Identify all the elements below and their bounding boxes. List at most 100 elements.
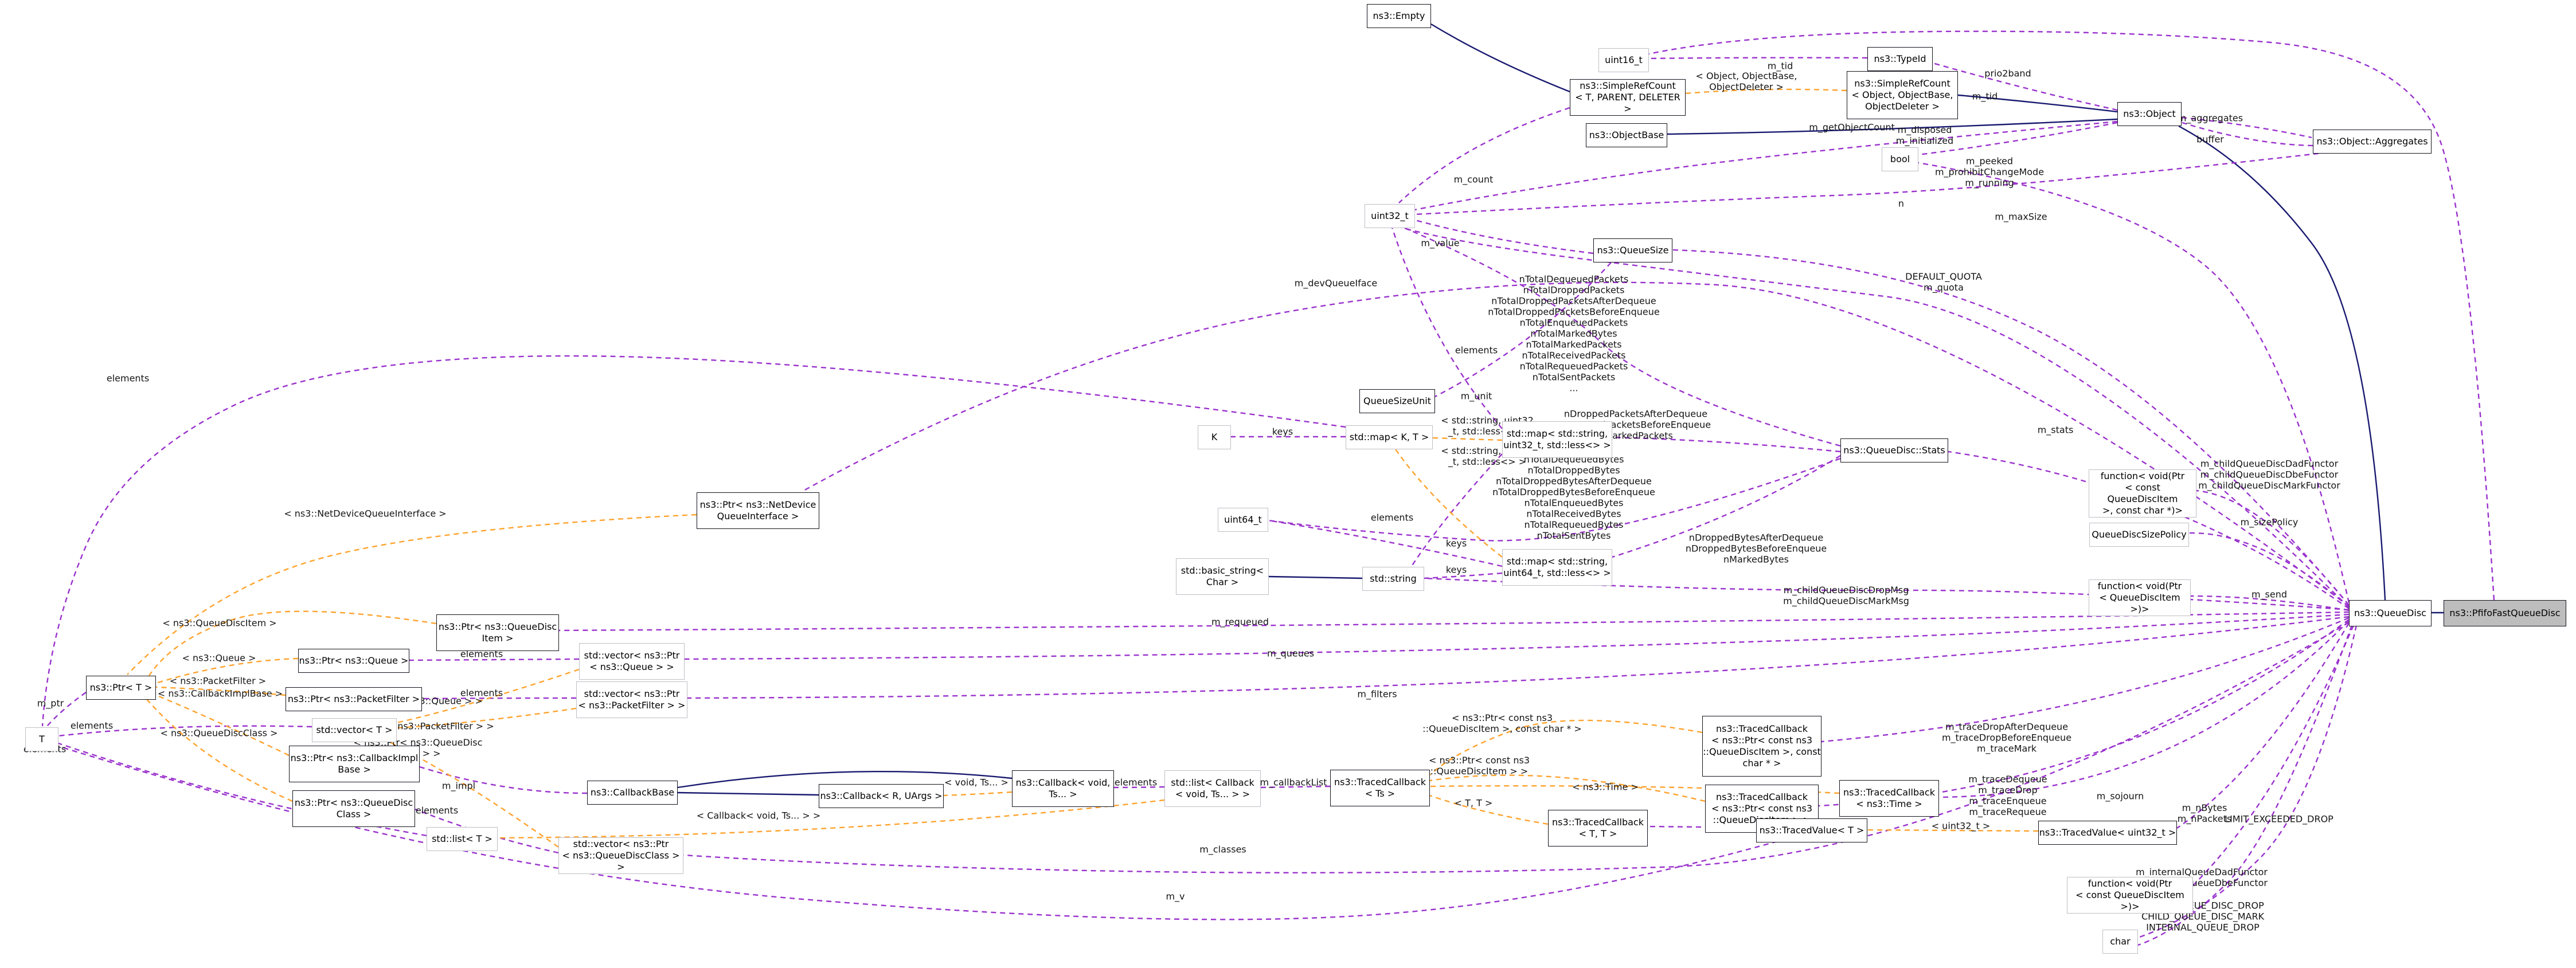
edge-label-line: nTotalDroppedPacketsBeforeEnqueue <box>1488 306 1660 318</box>
usage-edge <box>2192 625 2355 886</box>
edge-label-line: ObjectDeleter > <box>1709 81 1784 92</box>
node-label-line: Base > <box>338 764 371 775</box>
node-list-callback-void-ts[interactable]: std::list< Callback< void, Ts... > > <box>1164 770 1261 807</box>
edge-label-line: m_classes <box>1199 844 1246 855</box>
node-string[interactable]: std::string <box>1362 567 1424 591</box>
node-label-line: ns3::Ptr< ns3::PacketFilter > <box>287 693 420 704</box>
edge-label-line: prio2band <box>1984 68 2031 79</box>
node-objectbase[interactable]: ns3::ObjectBase <box>1586 123 1667 147</box>
node-simplerefcount-object[interactable]: ns3::SimpleRefCount< Object, ObjectBase,… <box>1847 71 1958 119</box>
edge-label-line: LIMIT_EXCEEDED_DROP <box>2225 813 2333 825</box>
node-queuediscsizepolicy[interactable]: QueueDiscSizePolicy <box>2089 523 2189 547</box>
node-tracedcallback-time[interactable]: ns3::TracedCallback< ns3::Time > <box>1839 780 1939 817</box>
node-queuesizeunit[interactable]: QueueSizeUnit <box>1359 389 1435 413</box>
node-vector-ptr-packetfilter[interactable]: std::vector< ns3::Ptr< ns3::PacketFilter… <box>576 681 687 718</box>
usage-edge <box>2182 122 2313 147</box>
node-pfifofastqueuedisc[interactable]: ns3::PfifoFastQueueDisc <box>2444 600 2566 626</box>
node-label-line: ns3::Ptr< ns3::CallbackImpl <box>290 753 419 763</box>
edge-label: m_tid <box>1972 91 1998 102</box>
edge-label: m_count <box>1454 174 1494 185</box>
node-queuedisc-stats[interactable]: ns3::QueueDisc::Stats <box>1840 438 1948 463</box>
node-vector-ptr-queue[interactable]: std::vector< ns3::Ptr< ns3::Queue > > <box>579 643 685 680</box>
node-callback-r-uargs[interactable]: ns3::Callback< R, UArgs > <box>819 784 944 808</box>
usage-edge <box>1414 151 2328 215</box>
node-basic-string[interactable]: std::basic_string<Char > <box>1176 558 1269 595</box>
edge-label: LIMIT_EXCEEDED_DROP <box>2225 814 2333 825</box>
usage-edge <box>2190 595 2350 612</box>
node-uint32-t[interactable]: uint32_t <box>1365 204 1415 228</box>
node-t[interactable]: T <box>25 727 58 751</box>
edge-label-line: < uint32_t > <box>1931 820 1991 832</box>
node-k[interactable]: K <box>1198 425 1231 449</box>
node-typeid[interactable]: ns3::TypeId <box>1867 47 1933 71</box>
edge-label: m_send <box>2251 589 2287 600</box>
node-vector-t[interactable]: std::vector< T > <box>312 718 397 742</box>
node-label-line: std::map< std::string, <box>1506 428 1608 439</box>
edge-label: m_stats <box>2038 425 2074 436</box>
edge-label-line: INTERNAL_QUEUE_DROP <box>2146 922 2260 933</box>
node-function-send[interactable]: function< void(Ptr< QueueDiscItem >)> <box>2089 579 2191 616</box>
node-queuedisc[interactable]: ns3::QueueDisc <box>2349 600 2432 626</box>
template-edge <box>148 610 437 676</box>
usage-edge <box>2196 489 2350 606</box>
node-map-string-uint32[interactable]: std::map< std::string,uint32_t, std::les… <box>1502 421 1612 458</box>
node-ptr-t[interactable]: ns3::Ptr< T > <box>86 676 156 700</box>
edge-label: < ns3::Queue > <box>182 653 256 664</box>
node-tracedcallback-item-char[interactable]: ns3::TracedCallback< ns3::Ptr< const ns3… <box>1702 716 1821 777</box>
node-label-line: function< void(Ptr <box>2088 878 2172 889</box>
usage-edge <box>421 697 577 700</box>
node-tracedvalue-uint32[interactable]: ns3::TracedValue< uint32_t > <box>2038 821 2177 845</box>
edge-label-line: m_ptr <box>37 697 64 709</box>
node-function-dropmark[interactable]: function< void(Ptr< const QueueDiscItem>… <box>2089 469 2196 518</box>
node-callback-void-ts[interactable]: ns3::Callback< void,Ts... > <box>1012 770 1114 807</box>
node-tracedcallback-ts[interactable]: ns3::TracedCallback< Ts > <box>1330 770 1430 806</box>
template-edge <box>396 707 577 729</box>
node-char[interactable]: char <box>2102 930 2138 954</box>
node-empty[interactable]: ns3::Empty <box>1367 4 1431 28</box>
node-tracedvalue-t[interactable]: ns3::TracedValue< T > <box>1756 818 1867 842</box>
node-label-line: ns3::Ptr< ns3::QueueDisc <box>294 797 413 808</box>
node-map-string-uint64[interactable]: std::map< std::string,uint64_t, std::les… <box>1502 549 1612 586</box>
usage-edge <box>58 725 312 737</box>
edge-label: elements <box>1455 345 1498 356</box>
edge-label-line: m_nPackets <box>2177 813 2232 824</box>
node-map-k-t[interactable]: std::map< K, T > <box>1346 425 1433 449</box>
node-object-aggregates[interactable]: ns3::Object::Aggregates <box>2313 130 2432 154</box>
edge-label: elements <box>71 720 113 731</box>
node-label-line: ns3::QueueSize <box>1597 245 1669 256</box>
node-function-internal[interactable]: function< void(Ptr< const QueueDiscItem … <box>2067 877 2193 914</box>
node-label-line: < ns3::Ptr< const ns3 <box>1711 803 1812 814</box>
node-callbackbase[interactable]: ns3::CallbackBase <box>587 781 678 805</box>
usage-edge <box>683 621 2350 873</box>
node-label-line: ns3::Object <box>2123 108 2176 119</box>
node-simplerefcount-tpd[interactable]: ns3::SimpleRefCount< T, PARENT, DELETER … <box>1570 79 1686 116</box>
node-label-line: ns3::TracedValue< uint32_t > <box>2039 827 2176 838</box>
node-uint16-t[interactable]: uint16_t <box>1598 48 1649 72</box>
node-label-line: uint64_t <box>1224 514 1262 525</box>
edge-label-line: m_traceEnqueue <box>1969 795 2047 806</box>
node-ptr-packetfilter[interactable]: ns3::Ptr< ns3::PacketFilter > <box>286 687 422 711</box>
node-list-t[interactable]: std::list< T > <box>427 827 498 851</box>
node-label-line: ObjectDeleter > <box>1865 101 1940 112</box>
edge-label: < ns3::QueueDiscClass > <box>161 728 278 739</box>
usage-edge <box>1424 572 1503 579</box>
node-tracedcallback-t-t[interactable]: ns3::TracedCallback< T, T > <box>1548 810 1648 846</box>
edge-label-line: nTotalRequeuedBytes <box>1524 519 1624 530</box>
node-vector-ptr-queuediscclass[interactable]: std::vector< ns3::Ptr< ns3::QueueDiscCla… <box>558 837 683 874</box>
node-bool[interactable]: bool <box>1882 147 1918 171</box>
node-label-line: < void, Ts... > > <box>1175 789 1250 800</box>
edge-label-line: m_aggregates <box>2177 112 2243 124</box>
node-queuesize[interactable]: ns3::QueueSize <box>1593 238 1672 262</box>
node-object[interactable]: ns3::Object <box>2117 102 2182 126</box>
node-uint64-t[interactable]: uint64_t <box>1218 508 1268 532</box>
template-edge <box>1429 719 1703 775</box>
node-ptr-queue[interactable]: ns3::Ptr< ns3::Queue > <box>298 649 409 673</box>
edge-label: elements <box>460 649 503 660</box>
